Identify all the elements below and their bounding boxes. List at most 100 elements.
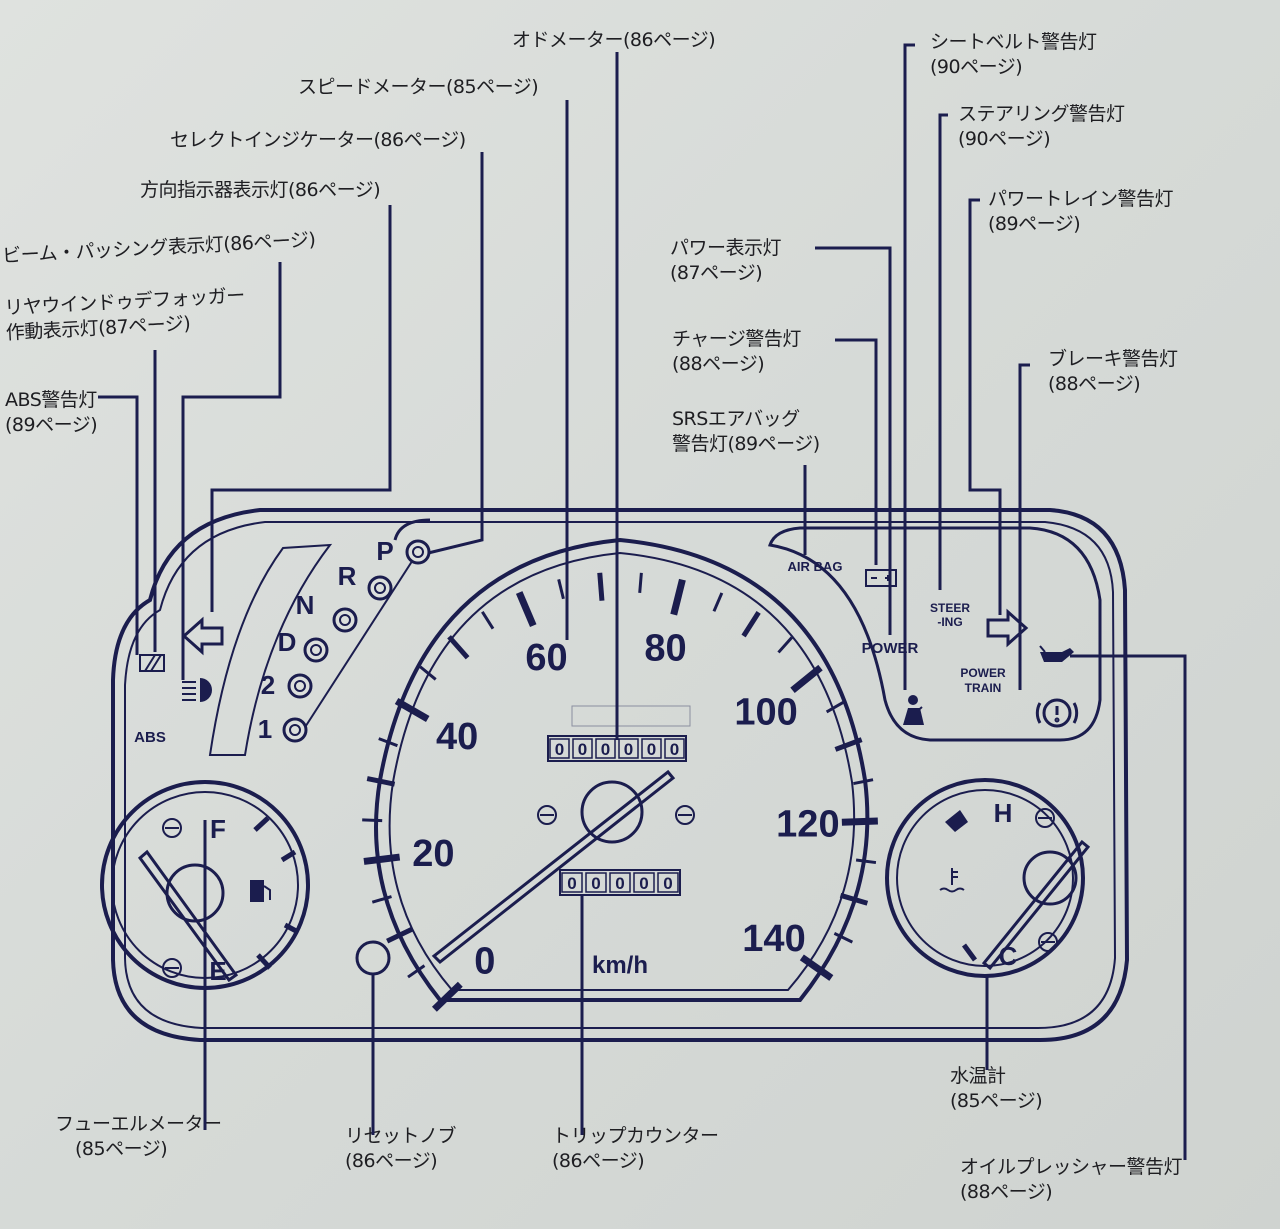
speed-label: 120	[776, 803, 839, 845]
label-charge-warning: チャージ警告灯(88ページ)	[672, 328, 801, 375]
abs-warning-light: ABS	[134, 729, 166, 746]
selector-2: 2	[261, 670, 275, 700]
selector-lamp	[332, 607, 358, 633]
digit: 0	[663, 874, 672, 893]
airbag-warning-light: AIR BAG	[788, 559, 843, 574]
temp-cold-label: C	[999, 941, 1018, 971]
digit-cell	[549, 738, 570, 759]
turn-right-arrow-icon	[986, 608, 1029, 648]
speed-tick	[407, 964, 426, 979]
speed-label: 60	[525, 637, 567, 679]
label-odometer: オドメーター(86ページ)	[512, 29, 716, 51]
speed-label: 100	[734, 692, 797, 734]
label-seatbelt-warning: シートベルト警告灯(90ページ)	[930, 31, 1097, 78]
oil-can-icon	[1039, 645, 1074, 662]
fuel-needle	[137, 849, 239, 983]
speed-label: 40	[436, 716, 478, 758]
speed-tick	[833, 932, 854, 944]
digit: 0	[647, 740, 656, 759]
speed-tick	[447, 635, 470, 660]
speed-tick	[366, 776, 396, 787]
speed-tick	[790, 664, 823, 694]
speed-tick	[841, 817, 878, 826]
label-water-temp: 水温計(85ページ)	[950, 1065, 1043, 1112]
leader-select	[419, 152, 484, 557]
label-abs-warning: ABS警告灯(89ページ)	[5, 389, 98, 436]
label-turn-signal: 方向指示器表示灯(86ページ)	[140, 179, 381, 201]
digit: 0	[639, 874, 648, 893]
digit: 0	[624, 740, 633, 759]
steering-warning-light-2: -ING	[937, 615, 962, 629]
high-beam-icon	[182, 678, 212, 702]
speed-tick	[394, 697, 430, 723]
digit-cell	[609, 872, 631, 893]
leader-charge	[835, 338, 878, 565]
speed-tick	[362, 818, 383, 823]
speed-tick	[825, 700, 845, 714]
leader-powertrain	[968, 198, 1002, 615]
digit-cell	[585, 872, 607, 893]
cluster-housing	[111, 508, 1130, 1042]
selector-lamp-inner	[339, 614, 351, 626]
label-select-indicator: セレクトインジケーター(86ページ)	[170, 129, 466, 151]
leader-beam	[181, 262, 282, 680]
speed-tick	[557, 579, 565, 600]
fuel-empty-label: E	[209, 956, 226, 986]
leader-oil	[1070, 654, 1187, 1160]
speed-tick	[670, 578, 686, 616]
battery-icon	[865, 569, 897, 587]
selector-lamp-inner	[294, 680, 306, 692]
speed-tick	[834, 737, 863, 752]
speed-tick	[371, 895, 392, 904]
coolant-temp-icon	[939, 868, 965, 893]
digit: 0	[670, 740, 679, 759]
speed-label: 0	[474, 941, 495, 983]
selector-lamp	[303, 637, 329, 663]
leader-brake	[1018, 363, 1030, 690]
speed-needle	[431, 769, 676, 965]
speed-ticks	[362, 572, 878, 1012]
speed-tick	[741, 611, 761, 638]
fuel-full-label: F	[210, 814, 226, 844]
digit: 0	[601, 740, 610, 759]
label-srs-airbag-warning: SRSエアバッグ警告灯(89ページ)	[672, 408, 820, 455]
speed-label: 80	[644, 628, 686, 670]
screw-icons	[537, 805, 695, 825]
selector-N: N	[296, 590, 315, 620]
label-power-indicator: パワー表示灯(87ページ)	[670, 237, 782, 284]
selector-lamp	[287, 673, 313, 699]
powertrain-warning-light-2: TRAIN	[965, 681, 1002, 695]
label-powertrain-warning: パワートレイン警告灯(89ページ)	[988, 188, 1174, 235]
leader-lines	[98, 43, 1187, 1160]
indicator-lights: ABS AIR BAG POWER STEER -ING POWER TRAIN	[134, 559, 1079, 746]
selector-track	[299, 551, 419, 736]
reset-knob[interactable]	[355, 940, 391, 976]
speed-tick	[638, 572, 643, 593]
selector-lamp-inner	[412, 546, 424, 558]
speed-tick	[481, 611, 495, 630]
digit-cell	[641, 738, 662, 759]
speed-tick	[799, 954, 834, 981]
selector-lamp	[282, 717, 308, 743]
speed-tick	[712, 592, 724, 612]
digit-cell	[595, 738, 616, 759]
temp-hot-label: H	[994, 798, 1013, 828]
speed-unit: km/h	[592, 952, 648, 979]
selector-R: R	[338, 561, 357, 591]
rear-defogger-icon	[139, 654, 165, 672]
speed-tick	[777, 636, 793, 654]
label-trip-counter: トリップカウンター(86ページ)	[552, 1125, 719, 1172]
selector-lamp	[367, 575, 393, 601]
digit: 0	[555, 740, 564, 759]
speed-tick	[597, 572, 605, 601]
fuel-pump-icon	[250, 880, 271, 902]
leader-seatbelt	[903, 43, 915, 690]
leader-steering	[938, 113, 948, 590]
digit: 0	[615, 874, 624, 893]
leader-turn	[210, 205, 392, 612]
